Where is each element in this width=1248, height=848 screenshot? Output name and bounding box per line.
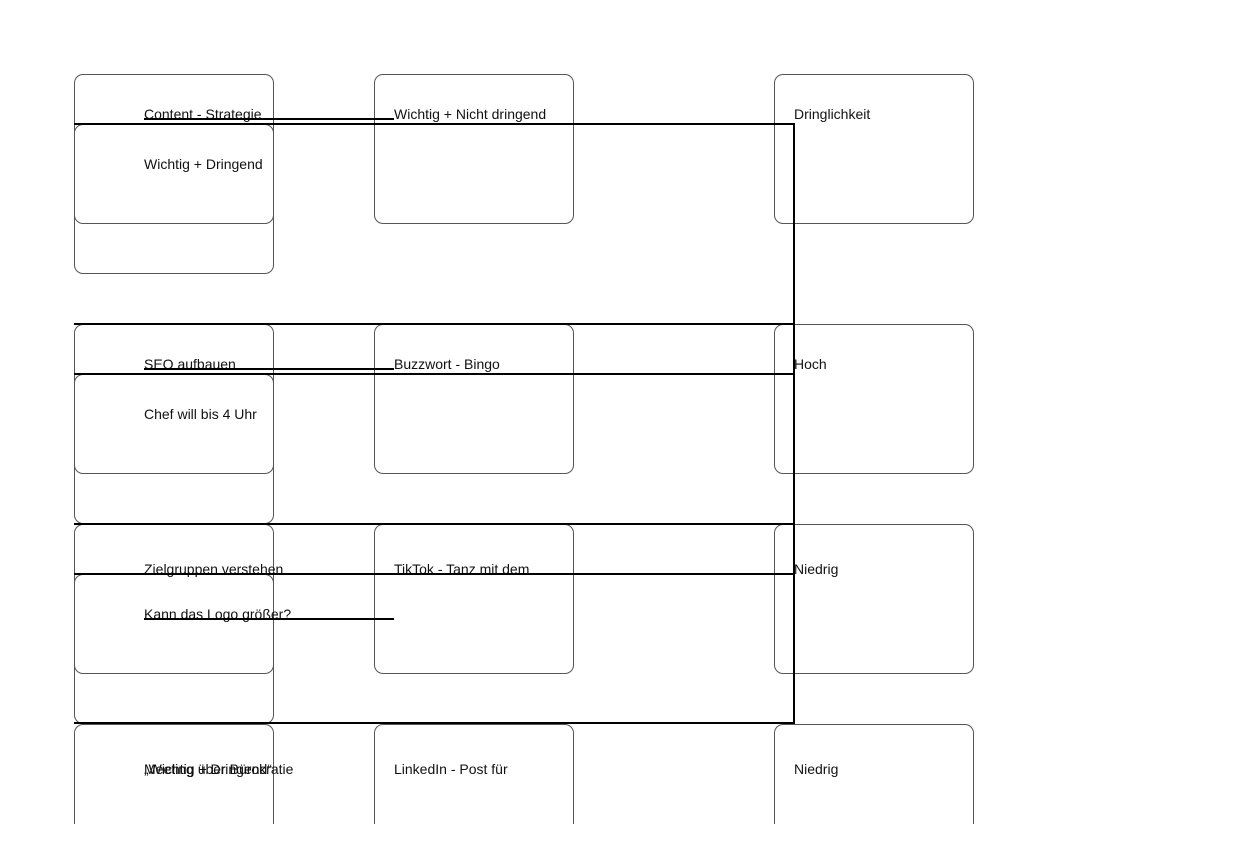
- label-row1-col2: Wichtig + Nicht dringend: [394, 106, 547, 122]
- card-row2-col2: [374, 324, 574, 474]
- label-row2-col3: Hoch: [794, 356, 827, 372]
- label-row1-col3: Dringlichkeit: [794, 106, 871, 122]
- card-row2-col3: [774, 324, 974, 474]
- label-row2-col2: Buzzwort - Bingo: [394, 356, 500, 372]
- label-row4-col1-bottom: Meeting über Bürokratie: [144, 761, 294, 777]
- connector-line-bottom: [74, 722, 794, 724]
- connector-line-row2: [74, 373, 794, 375]
- card-row2-col1-front: [74, 374, 274, 524]
- label-row4-col2: LinkedIn - Post für: [394, 761, 508, 777]
- connector-line-row1: [74, 123, 794, 125]
- label-row2-col1-bottom: Chef will bis 4 Uhr: [144, 406, 257, 422]
- link-line-row3: [144, 618, 394, 620]
- label-row4-col1-top: „Wichtig + Dringend“: [144, 761, 272, 777]
- label-row3-col3: Niedrig: [794, 561, 839, 577]
- card-row4-col1: [74, 724, 274, 824]
- link-line-row2: [144, 368, 394, 370]
- connector-line-row2-top: [74, 323, 794, 325]
- card-row3-col3: [774, 524, 974, 674]
- card-row1-col2: [374, 74, 574, 224]
- label-row4-col3: Niedrig: [794, 761, 839, 777]
- label-row1-col1-bottom: Wichtig + Dringend: [144, 156, 263, 172]
- connector-line-row3: [74, 573, 794, 575]
- card-row1-col1-front: [74, 124, 274, 274]
- card-row4-col3: [774, 724, 974, 824]
- card-row3-col2: [374, 524, 574, 674]
- card-row3-col1-front: [74, 574, 274, 724]
- connector-line-row3-top: [74, 523, 794, 525]
- card-row4-col2: [374, 724, 574, 824]
- connector-line-vertical: [793, 123, 795, 724]
- card-row1-col3: [774, 74, 974, 224]
- link-line-row1: [144, 118, 394, 120]
